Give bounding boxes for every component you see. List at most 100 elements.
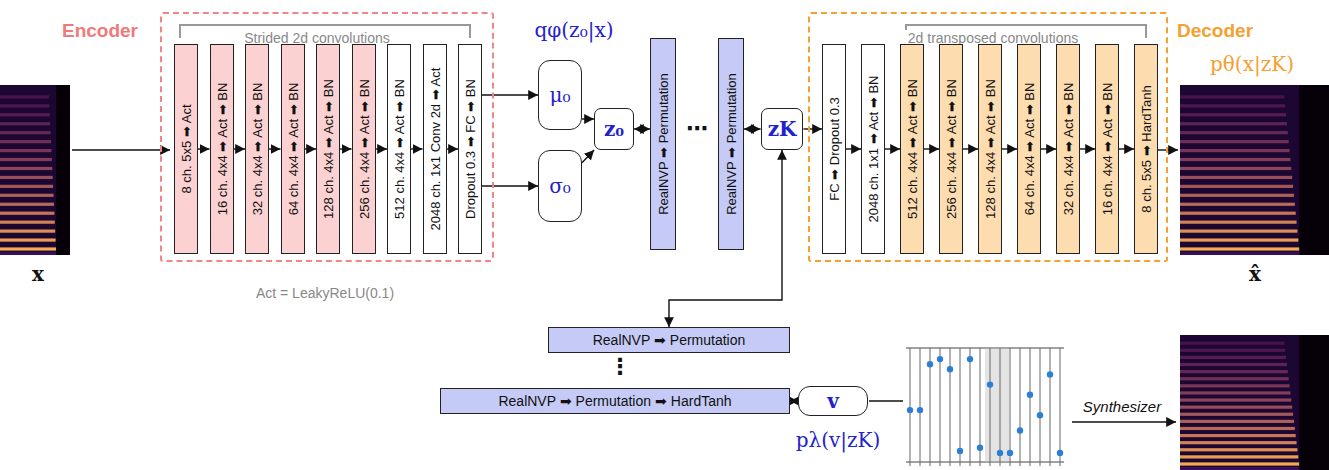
connector [482, 185, 538, 186]
distribution-label: pλ(v|zK) [796, 428, 881, 452]
layer-text: 16 ch. 4x4 ➡ Act ➡ BN [214, 83, 229, 216]
harmonic [0, 95, 49, 98]
module-heading: Decoder [1177, 20, 1253, 42]
harmonic [0, 212, 54, 215]
harmonic [0, 238, 56, 241]
harmonic [0, 247, 56, 250]
param-hatch [1004, 348, 1005, 462]
layer-text: 256 ch. 4x4 ➡ Act ➡ BN [944, 79, 959, 219]
layer-text: 512 ch. 4x4 ➡ Act ➡ BN [905, 79, 920, 219]
layer-box: 32 ch. 4x4 ➡ Act ➡ BN [1056, 44, 1080, 254]
layer-text: FC ➡ Dropout 0.3 [827, 97, 842, 201]
harmonic [0, 167, 52, 170]
layer-text: 512 ch. 4x4 ➡ Act ➡ BN [392, 79, 407, 219]
input-label: x [32, 262, 44, 286]
param-value [937, 356, 943, 362]
layer-text: 32 ch. 4x4 ➡ Act ➡ BN [250, 83, 265, 216]
connector [234, 148, 246, 149]
harmonic [0, 104, 49, 107]
layer-text: RealNVP ➡ Permutation [724, 73, 739, 215]
param-slider [1060, 348, 1061, 466]
connector [963, 148, 978, 149]
layer-text: 16 ch. 4x4 ➡ Act ➡ BN [1100, 83, 1115, 216]
layer-text: Dropout 0.3 ➡ FC ➡ BN [463, 79, 478, 219]
harmonic [1180, 95, 1284, 98]
connector [340, 148, 352, 149]
harmonic [1180, 221, 1297, 224]
harmonic [0, 194, 54, 197]
layer-box: 64 ch. 4x4 ➡ Act ➡ BN [281, 44, 305, 254]
layer-text: RealNVP ➡ Permutation ➡ HardTanh [498, 393, 731, 409]
spectrogram-band [0, 252, 56, 255]
harmonic [1180, 185, 1293, 188]
harmonic [0, 203, 54, 206]
layer-text: 64 ch. 4x4 ➡ Act ➡ BN [285, 83, 300, 216]
layer-text: 64 ch. 4x4 ➡ Act ➡ BN [1022, 83, 1037, 216]
connector [1080, 148, 1095, 149]
harmonic [1180, 384, 1290, 387]
harmonic [1180, 194, 1294, 197]
harmonic [1180, 104, 1285, 107]
spectrogram-band [1180, 467, 1299, 470]
harmonic [1180, 441, 1297, 444]
harmonic [1180, 342, 1284, 345]
harmonic [0, 230, 55, 233]
harmonic [1180, 370, 1288, 373]
harmonic [1180, 149, 1290, 152]
param-hatch [988, 348, 989, 462]
param-value [957, 448, 963, 454]
connector [411, 148, 423, 149]
layer-text: RealNVP ➡ Permutation [593, 332, 746, 348]
connector [790, 400, 798, 401]
distribution-label: pθ(x|zK) [1210, 52, 1294, 76]
harmonic [1180, 356, 1286, 359]
layer-box: 64 ch. 4x4 ➡ Act ➡ BN [1017, 44, 1041, 254]
layer-text: 8 ch. 5x5 ➡ HardTanh [1139, 85, 1154, 212]
param-line [869, 400, 903, 401]
param-hatch [994, 348, 995, 462]
variable-text: σ₀ [549, 174, 571, 198]
ellipsis: ⋮ [609, 354, 631, 379]
param-value [907, 407, 913, 413]
param-slider [1030, 348, 1031, 466]
connector [803, 128, 822, 129]
spectrogram-silence [56, 85, 70, 255]
param-value [917, 407, 923, 413]
param-hatch [1002, 348, 1003, 462]
output-spectrogram [1180, 85, 1329, 255]
param-hatch [992, 348, 993, 462]
param-slider [1010, 348, 1011, 466]
layer-box: 16 ch. 4x4 ➡ Act ➡ BN [1095, 44, 1119, 254]
layer-box: 8 ch. 5x5 ➡ HardTanh [1134, 44, 1158, 254]
layer-box: 2048 ch. 1x1 Conv 2d ➡ Act [423, 44, 447, 254]
output-label: x̂ [1249, 262, 1261, 286]
variable-box: zK [761, 108, 804, 150]
harmonic [1180, 167, 1291, 170]
harmonic [1180, 413, 1293, 416]
layer-box: 128 ch. 4x4 ➡ Act ➡ BN [316, 44, 340, 254]
harmonic [1180, 391, 1290, 394]
harmonic [1180, 140, 1289, 143]
layer-box: 128 ch. 4x4 ➡ Act ➡ BN [978, 44, 1002, 254]
harmonic [1180, 377, 1289, 380]
param-slider [950, 348, 951, 466]
layer-text: 2048 ch. 1x1 ➡ Act ➡ BN [866, 75, 881, 222]
layer-box: 512 ch. 4x4 ➡ Act ➡ BN [387, 44, 411, 254]
param-hatch [996, 348, 997, 462]
param-slider [1040, 348, 1041, 466]
layer-text: 2048 ch. 1x1 Conv 2d ➡ Act [427, 68, 442, 231]
variable-box: μ₀ [538, 60, 582, 130]
param-slider [970, 348, 971, 466]
param-value [947, 366, 953, 372]
harmonic [0, 149, 51, 152]
layer-box: FC ➡ Dropout 0.3 [822, 44, 846, 254]
distribution-label: qφ(z₀|x) [535, 18, 614, 42]
harmonic [0, 158, 52, 161]
param-value [997, 450, 1003, 456]
layer-box: RealNVP ➡ Permutation [548, 327, 790, 353]
harmonic [0, 140, 51, 143]
connector [1119, 148, 1134, 149]
harmonic [1180, 238, 1298, 241]
variable-box: σ₀ [538, 150, 582, 222]
